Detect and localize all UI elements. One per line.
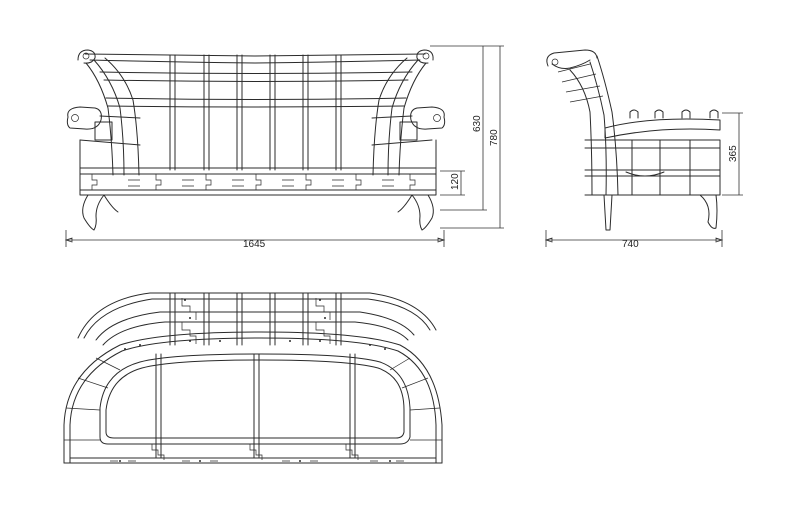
- front-seat-height-label: 120: [450, 173, 461, 190]
- front-total-height-label: 780: [489, 129, 500, 146]
- side-seat-height-label: 365: [728, 145, 739, 162]
- front-arm-height-label: 630: [472, 115, 483, 132]
- front-dimensions: 1645 120 630 780: [64, 45, 504, 250]
- side-dimensions: 740 365: [544, 112, 743, 250]
- front-view: [66, 49, 446, 231]
- side-depth-label: 740: [622, 239, 639, 250]
- front-width-label: 1645: [243, 239, 266, 250]
- plan-view: [63, 292, 443, 464]
- side-view: [546, 49, 721, 231]
